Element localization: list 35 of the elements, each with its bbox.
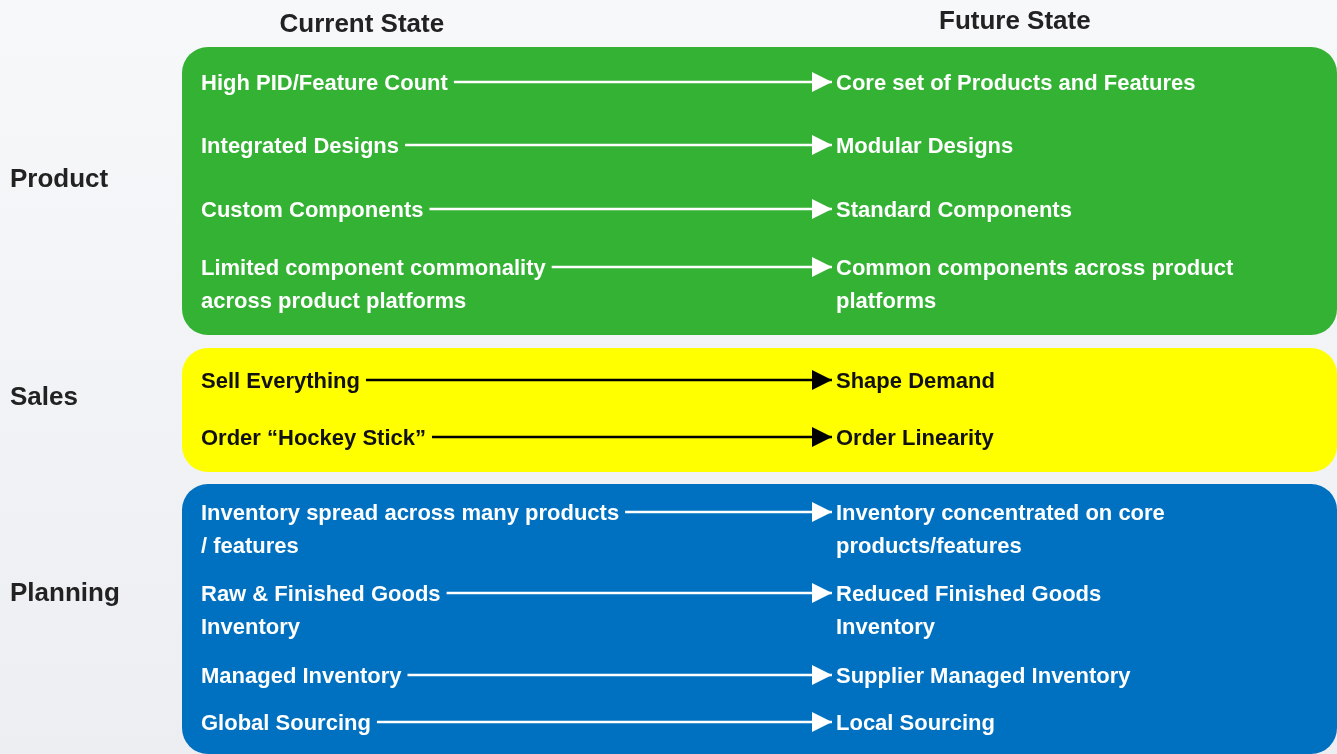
state-item: Custom Components — [201, 193, 424, 226]
row-heading: Sales — [10, 381, 78, 412]
column-heading: Current State — [279, 8, 445, 39]
row-heading: Product — [10, 163, 109, 194]
arrow — [625, 502, 832, 522]
state-item: Integrated Designs — [201, 129, 400, 162]
row-heading: Planning — [10, 577, 120, 608]
state-item: Order “Hockey Stick” — [201, 421, 426, 454]
state-item: Standard Components — [836, 193, 1072, 226]
state-item: Common components across product platforms — [836, 251, 1256, 317]
arrow — [446, 583, 832, 603]
state-item: Modular Designs — [836, 129, 1014, 162]
arrow — [365, 370, 832, 390]
arrow — [432, 427, 832, 447]
state-item: Reduced Finished Goods Inventory — [836, 577, 1196, 643]
state-item: Limited component commonality across product platforms — [201, 251, 621, 317]
state-item: Shape Demand — [836, 364, 995, 397]
arrow — [429, 199, 832, 219]
state-item: Local Sourcing — [836, 706, 995, 739]
arrow — [551, 257, 832, 277]
arrow — [453, 72, 832, 92]
state-item: Inventory concentrated on core products/features — [836, 496, 1256, 562]
arrow — [407, 665, 832, 685]
state-item: Global Sourcing — [201, 706, 371, 739]
state-item: Raw & Finished Goods Inventory — [201, 577, 479, 643]
state-item: Order Linearity — [836, 421, 994, 454]
state-item: High PID/Feature Count — [201, 66, 448, 99]
state-item: Inventory spread across many products / features — [201, 496, 621, 562]
state-item: Core set of Products and Features — [836, 66, 1196, 99]
column-heading: Future State — [939, 5, 1091, 36]
arrow — [405, 135, 832, 155]
state-item: Sell Everything — [201, 364, 360, 397]
state-item: Managed Inventory — [201, 659, 402, 692]
state-item: Supplier Managed Inventory — [836, 659, 1131, 692]
arrow — [376, 712, 832, 732]
